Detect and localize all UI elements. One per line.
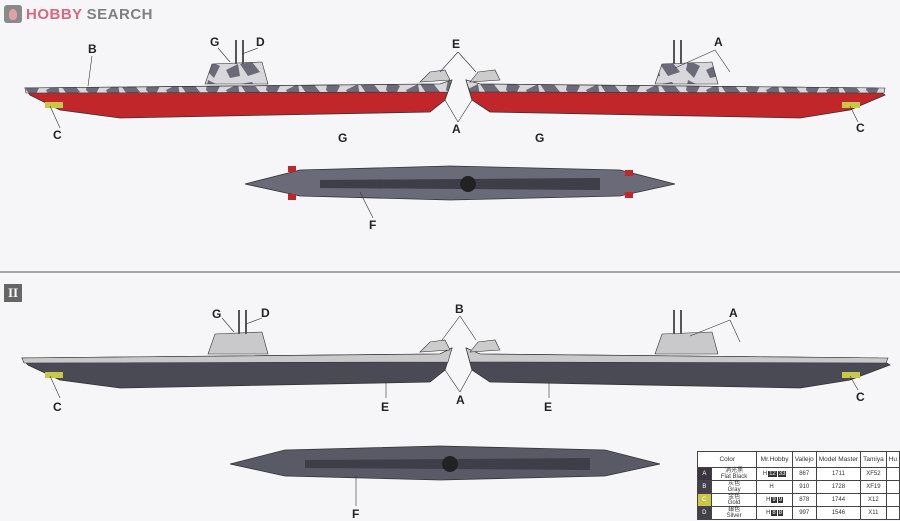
- mrhobby-h-num: 9: [771, 497, 777, 503]
- color-name-jp: 銀色: [728, 507, 741, 513]
- mrhobby-h: H: [766, 497, 771, 503]
- model-master-code: 1546: [815, 506, 862, 520]
- logo-hobby-text: HOBBY: [26, 5, 83, 23]
- color-name-jp: 消光黒: [725, 468, 744, 474]
- p2-label-d: D: [261, 306, 270, 320]
- p1-label-b: B: [88, 42, 97, 56]
- tamiya-code: X12: [860, 493, 887, 507]
- hobby-search-logo: HOBBY SEARCH: [4, 5, 153, 23]
- mrhobby-code: H: [756, 480, 793, 494]
- mrhobby-c-num: 9: [777, 497, 784, 503]
- p1-right-side-view: [465, 40, 886, 119]
- p1-label-c-right: C: [856, 121, 865, 135]
- model-master-code: 1744: [815, 493, 862, 507]
- color-name-en: Gray: [727, 487, 741, 493]
- mrhobby-h-num: 8: [771, 510, 777, 516]
- header-tamiya: Tamiya: [860, 451, 887, 468]
- color-name-en: Silver: [726, 513, 742, 519]
- humbrol-code: [885, 480, 900, 494]
- p1-leader-lines: [49, 47, 859, 219]
- p1-top-view: [244, 165, 676, 201]
- tamiya-code: X11: [860, 506, 887, 520]
- color-name-jp: 灰色: [728, 481, 741, 487]
- p2-label-g: G: [212, 307, 221, 321]
- model-master-code: 1728: [815, 480, 862, 494]
- p2-right-side-view: [465, 310, 891, 389]
- humbrol-code: [885, 467, 900, 481]
- p1-label-c-left: C: [53, 128, 62, 142]
- logo-icon: [4, 5, 22, 23]
- paint-color-table: Color Mr.Hobby Vallejo Model Master Tami…: [696, 451, 900, 520]
- p2-label-f: F: [352, 507, 359, 521]
- header-model-master: Model Master: [815, 451, 862, 468]
- vallejo-code: 910: [791, 480, 817, 494]
- header-mrhobby: Mr.Hobby: [756, 451, 793, 468]
- header-humbrol: Hu: [885, 451, 900, 468]
- p1-left-side-view: [24, 40, 453, 119]
- mrhobby-c-num: 33: [777, 471, 787, 477]
- header-vallejo: Vallejo: [791, 451, 817, 468]
- p1-label-d: D: [256, 35, 265, 49]
- table-header-row: Color Mr.Hobby Vallejo Model Master Tami…: [696, 451, 900, 468]
- color-key: D: [697, 506, 712, 520]
- p2-top-view: [229, 445, 661, 481]
- vallejo-code: 867: [791, 467, 817, 481]
- logo-search-text: SEARCH: [86, 5, 154, 23]
- p2-label-b: B: [455, 302, 464, 316]
- humbrol-code: [885, 493, 900, 507]
- p1-label-a: A: [452, 122, 461, 136]
- p1-label-g-left: G: [338, 131, 347, 145]
- header-color: Color: [696, 451, 758, 468]
- p1-label-g-right: G: [535, 131, 544, 145]
- section-2-label: II: [4, 284, 22, 302]
- color-name-en: Flat Black: [720, 474, 748, 480]
- color-key: A: [697, 467, 712, 481]
- p2-label-c-left: C: [53, 400, 62, 414]
- mrhobby-h: H: [769, 484, 774, 490]
- p2-label-e-right: E: [544, 400, 552, 414]
- color-key: B: [697, 480, 712, 494]
- p2-label-a: A: [456, 393, 465, 407]
- tamiya-code: XF19: [860, 480, 887, 494]
- mrhobby-h-num: 12: [768, 471, 777, 477]
- p2-leader-lines: [49, 315, 859, 506]
- p2-label-c-right: C: [856, 390, 865, 404]
- vallejo-code: 997: [791, 506, 817, 520]
- p1-label-a-right: A: [714, 35, 723, 49]
- color-name-en: Gold: [727, 500, 741, 506]
- p1-label-g: G: [210, 35, 219, 49]
- p1-label-e: E: [452, 37, 460, 51]
- model-master-code: 1711: [815, 467, 862, 481]
- tamiya-code: XF52: [860, 467, 887, 481]
- color-key: C: [697, 493, 712, 507]
- mrhobby-h: H: [766, 510, 771, 516]
- color-name-jp: 金色: [728, 494, 741, 500]
- mrhobby-h: H: [762, 471, 768, 477]
- p2-label-e-left: E: [381, 400, 389, 414]
- mrhobby-c-num: 8: [777, 510, 784, 516]
- p2-label-a-right: A: [729, 306, 738, 320]
- vallejo-code: 878: [791, 493, 817, 507]
- humbrol-code: [885, 506, 900, 520]
- p1-label-f: F: [369, 218, 376, 232]
- p2-left-side-view: [21, 310, 453, 389]
